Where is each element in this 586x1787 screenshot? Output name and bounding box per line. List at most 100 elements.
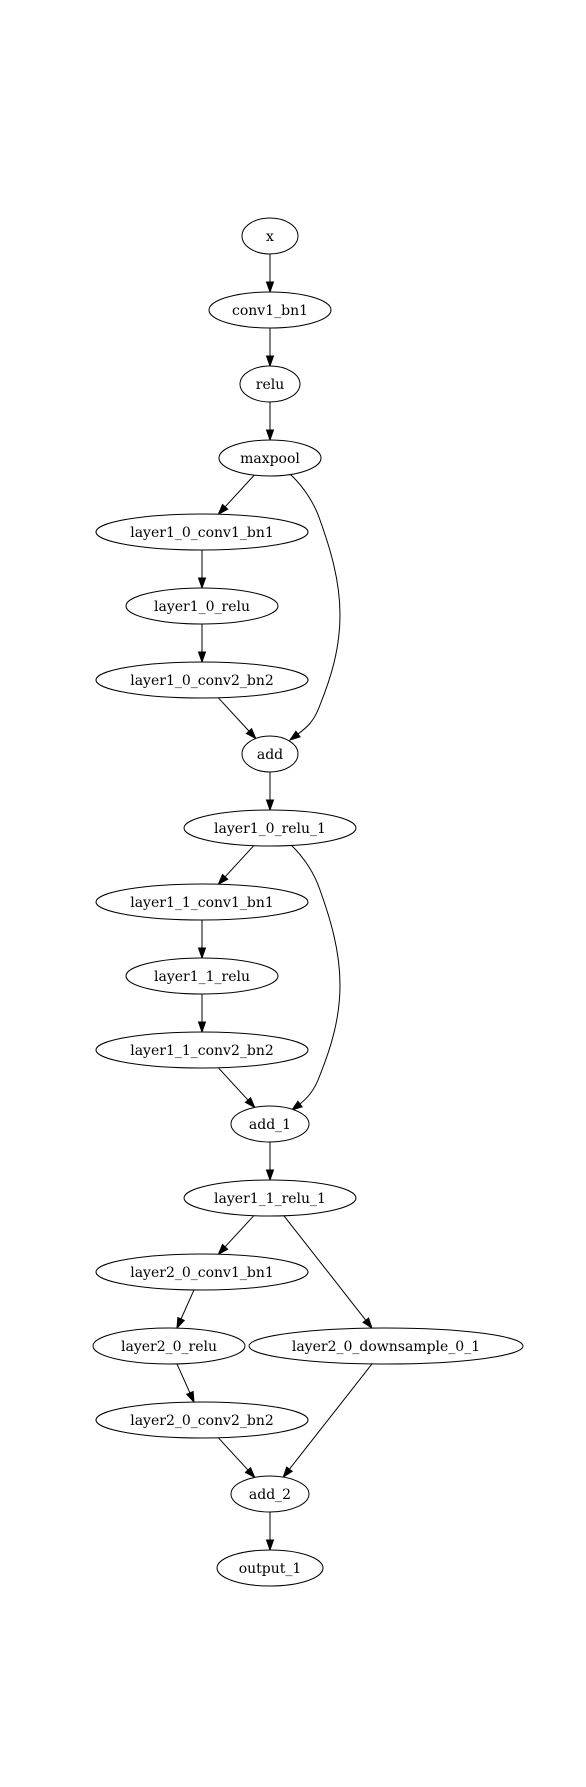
arrowhead-icon [265, 355, 275, 368]
edges-layer [176, 254, 373, 1552]
edge-line [224, 1215, 255, 1248]
node-ellipse [230, 1105, 310, 1143]
edge-layer1_0_relu-to-layer1_0_conv2_bn2 [197, 624, 207, 664]
arrowhead-icon [217, 873, 229, 886]
node-ellipse [125, 587, 279, 625]
edge-line [180, 1289, 195, 1321]
node-label: layer2_0_relu [121, 1339, 217, 1355]
node-label: layer1_1_relu_1 [214, 1191, 326, 1207]
node-label: add_2 [249, 1487, 291, 1503]
node-add: add [241, 735, 299, 773]
node-ellipse [239, 365, 301, 403]
edge-layer2_0_conv2_bn2-to-add_2 [217, 1437, 256, 1479]
arrowhead-icon [244, 1096, 256, 1109]
edge-layer1_1_relu_1-to-layer2_0_conv1_bn1 [217, 1215, 255, 1256]
node-label: maxpool [240, 451, 300, 467]
edge-layer2_0_relu-to-layer2_0_conv2_bn2 [176, 1363, 195, 1404]
node-x: x [241, 217, 299, 255]
node-label: layer2_0_downsample_0_1 [292, 1339, 480, 1355]
node-output_1: output_1 [216, 1549, 324, 1587]
edge-layer1_1_conv2_bn2-to-add_1 [217, 1067, 256, 1109]
edge-add_2-to-output_1 [265, 1512, 275, 1552]
edge-layer1_1_relu-to-layer1_1_conv2_bn2 [197, 994, 207, 1034]
arrowhead-icon [197, 577, 207, 590]
arrowhead-icon [265, 281, 275, 294]
node-add_1: add_1 [230, 1105, 310, 1143]
edge-layer1_0_conv2_bn2-to-add [217, 697, 257, 740]
node-layer1_1_conv2_bn2: layer1_1_conv2_bn2 [95, 1031, 309, 1069]
node-label: layer1_1_relu [154, 969, 250, 985]
edge-add-to-layer1_0_relu_1 [265, 772, 275, 812]
edge-layer1_1_conv1_bn1-to-layer1_1_relu [197, 920, 207, 960]
node-layer1_1_conv1_bn1: layer1_1_conv1_bn1 [95, 883, 309, 921]
arrowhead-icon [265, 1539, 275, 1552]
node-ellipse [95, 883, 309, 921]
arrowhead-icon [265, 799, 275, 812]
arrowhead-icon [265, 1169, 275, 1182]
edge-layer1_0_relu_1-to-add_1 [289, 843, 341, 1111]
edge-layer2_0_downsample_0_1-to-add_2 [282, 1363, 373, 1479]
node-ellipse [183, 1179, 357, 1217]
node-label: add [257, 747, 283, 763]
edge-line [224, 474, 255, 508]
node-ellipse [216, 1549, 324, 1587]
node-label: layer1_0_conv2_bn2 [130, 673, 274, 689]
node-add_2: add_2 [230, 1475, 310, 1513]
edge-line [289, 843, 341, 1105]
node-ellipse [218, 439, 322, 477]
arrowhead-icon [288, 730, 301, 741]
edge-layer2_0_conv1_bn1-to-layer2_0_relu [176, 1289, 195, 1330]
node-label: layer2_0_conv2_bn2 [130, 1413, 274, 1429]
arrowhead-icon [245, 727, 257, 740]
node-label: x [266, 229, 274, 245]
node-layer2_0_downsample_0_1: layer2_0_downsample_0_1 [248, 1327, 524, 1365]
arrowhead-icon [176, 1316, 186, 1330]
node-conv1_bn1: conv1_bn1 [208, 291, 332, 329]
node-maxpool: maxpool [218, 439, 322, 477]
node-label: layer1_0_relu_1 [214, 821, 326, 837]
arrowhead-icon [197, 651, 207, 664]
arrowhead-icon [197, 947, 207, 960]
node-ellipse [95, 1401, 309, 1439]
node-label: layer1_1_conv2_bn2 [130, 1043, 274, 1059]
node-ellipse [230, 1475, 310, 1513]
node-label: layer1_1_conv1_bn1 [130, 895, 274, 911]
node-ellipse [95, 1031, 309, 1069]
edge-layer1_0_relu_1-to-layer1_1_conv1_bn1 [217, 845, 255, 886]
edge-line [283, 1215, 367, 1322]
node-ellipse [95, 661, 309, 699]
arrowhead-icon [185, 1390, 195, 1404]
node-layer1_0_relu_1: layer1_0_relu_1 [183, 809, 357, 847]
node-ellipse [125, 957, 279, 995]
node-layer1_1_relu_1: layer1_1_relu_1 [183, 1179, 357, 1217]
edge-maxpool-to-add [288, 473, 341, 741]
edge-add_1-to-layer1_1_relu_1 [265, 1142, 275, 1182]
arrowhead-icon [244, 1466, 256, 1479]
edge-layer1_0_conv1_bn1-to-layer1_0_relu [197, 550, 207, 590]
edge-line [224, 845, 255, 878]
node-ellipse [92, 1327, 246, 1365]
edge-line [289, 473, 341, 735]
arrowhead-icon [217, 503, 229, 516]
arrowhead-icon [217, 1243, 229, 1256]
node-relu: relu [239, 365, 301, 403]
arrowhead-icon [197, 1021, 207, 1034]
arrowhead-icon [265, 429, 275, 442]
node-label: output_1 [239, 1561, 302, 1577]
node-layer2_0_relu: layer2_0_relu [92, 1327, 246, 1365]
node-ellipse [95, 513, 309, 551]
arrowhead-icon [290, 1100, 303, 1111]
edge-conv1_bn1-to-relu [265, 328, 275, 368]
node-layer1_0_conv2_bn2: layer1_0_conv2_bn2 [95, 661, 309, 699]
arrowhead-icon [362, 1317, 373, 1330]
node-ellipse [208, 291, 332, 329]
node-ellipse [241, 735, 299, 773]
node-ellipse [95, 1253, 309, 1291]
node-ellipse [241, 217, 299, 255]
node-ellipse [248, 1327, 524, 1365]
node-label: layer1_0_conv1_bn1 [130, 525, 274, 541]
node-ellipse [183, 809, 357, 847]
edge-line [217, 697, 251, 733]
